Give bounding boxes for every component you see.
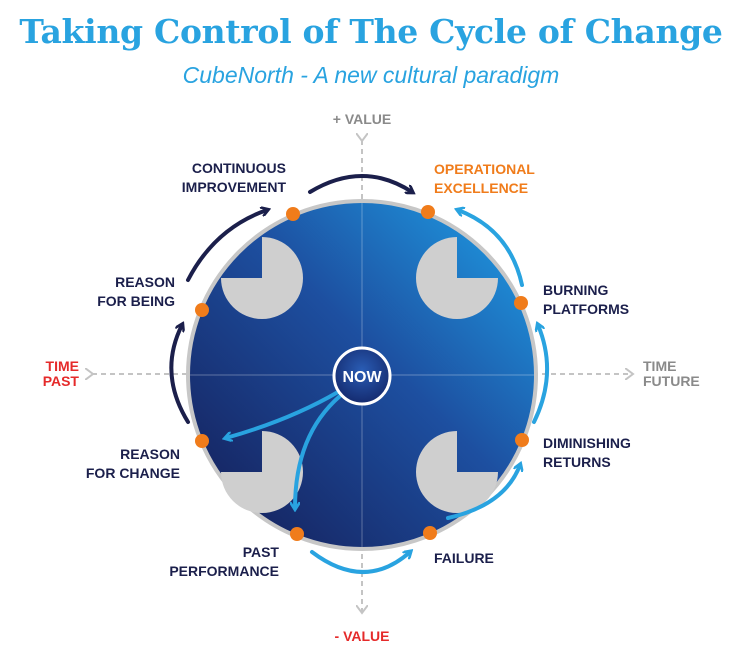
label-burning-platforms-1: BURNING [543, 282, 608, 298]
quadrant-pies [221, 237, 498, 513]
stage-dots [195, 205, 529, 541]
axis-label-minus-value: - VALUE [335, 628, 390, 644]
stage-dot [515, 433, 529, 447]
label-operational-excellence-1: OPERATIONAL [434, 161, 535, 177]
stage-dot [421, 205, 435, 219]
arrow-improvement-to-excellence [308, 174, 412, 192]
label-past-performance-2: PERFORMANCE [169, 563, 279, 579]
label-operational-excellence-2: EXCELLENCE [434, 180, 528, 196]
arrow-now-to-past-performance [295, 394, 342, 508]
label-burning-platforms-2: PLATFORMS [543, 301, 629, 317]
pie-chart-icon [416, 431, 498, 513]
stage-dot [286, 207, 300, 221]
arrow-past-to-failure [310, 552, 410, 574]
axis-label-time-past-2: PAST [43, 373, 80, 389]
axis-label-time-past-1: TIME [46, 358, 79, 374]
label-diminishing-returns-2: RETURNS [543, 454, 611, 470]
axis-label-time-future-2: FUTURE [643, 373, 700, 389]
stage-dot [514, 296, 528, 310]
stage-dot [195, 303, 209, 317]
label-reason-for-change-1: REASON [120, 446, 180, 462]
pie-chart-icon [416, 237, 498, 319]
stage-dot [195, 434, 209, 448]
stage-dot [290, 527, 304, 541]
label-reason-for-change-2: FOR CHANGE [86, 465, 180, 481]
label-reason-for-being-2: FOR BEING [97, 293, 175, 309]
diagram-title: Taking Control of The Cycle of Change [19, 12, 723, 51]
diagram-subtitle: CubeNorth - A new cultural paradigm [182, 62, 560, 88]
now-arrows [226, 390, 342, 508]
pie-chart-icon [221, 431, 303, 513]
pie-chart-icon [221, 237, 303, 319]
arrow-being-to-improvement [186, 210, 267, 282]
label-past-performance-1: PAST [243, 544, 280, 560]
arrow-failure-to-returns [446, 465, 520, 520]
label-failure: FAILURE [434, 550, 494, 566]
now-node: NOW [332, 346, 392, 406]
now-label: NOW [342, 369, 382, 386]
axis-label-time-future-1: TIME [643, 358, 676, 374]
arrow-platforms-to-excellence [458, 210, 524, 287]
label-continuous-improvement-1: CONTINUOUS [192, 160, 286, 176]
axis-label-plus-value: + VALUE [333, 111, 391, 127]
arrow-now-to-change [226, 390, 340, 438]
label-continuous-improvement-2: IMPROVEMENT [182, 179, 287, 195]
navy-cycle-arrows [169, 174, 412, 424]
arrow-change-to-being [169, 325, 190, 424]
label-diminishing-returns-1: DIMINISHING [543, 435, 631, 451]
arrow-returns-to-platforms [532, 325, 550, 424]
stage-dot [423, 526, 437, 540]
label-reason-for-being-1: REASON [115, 274, 175, 290]
blue-cycle-arrows [310, 210, 550, 574]
